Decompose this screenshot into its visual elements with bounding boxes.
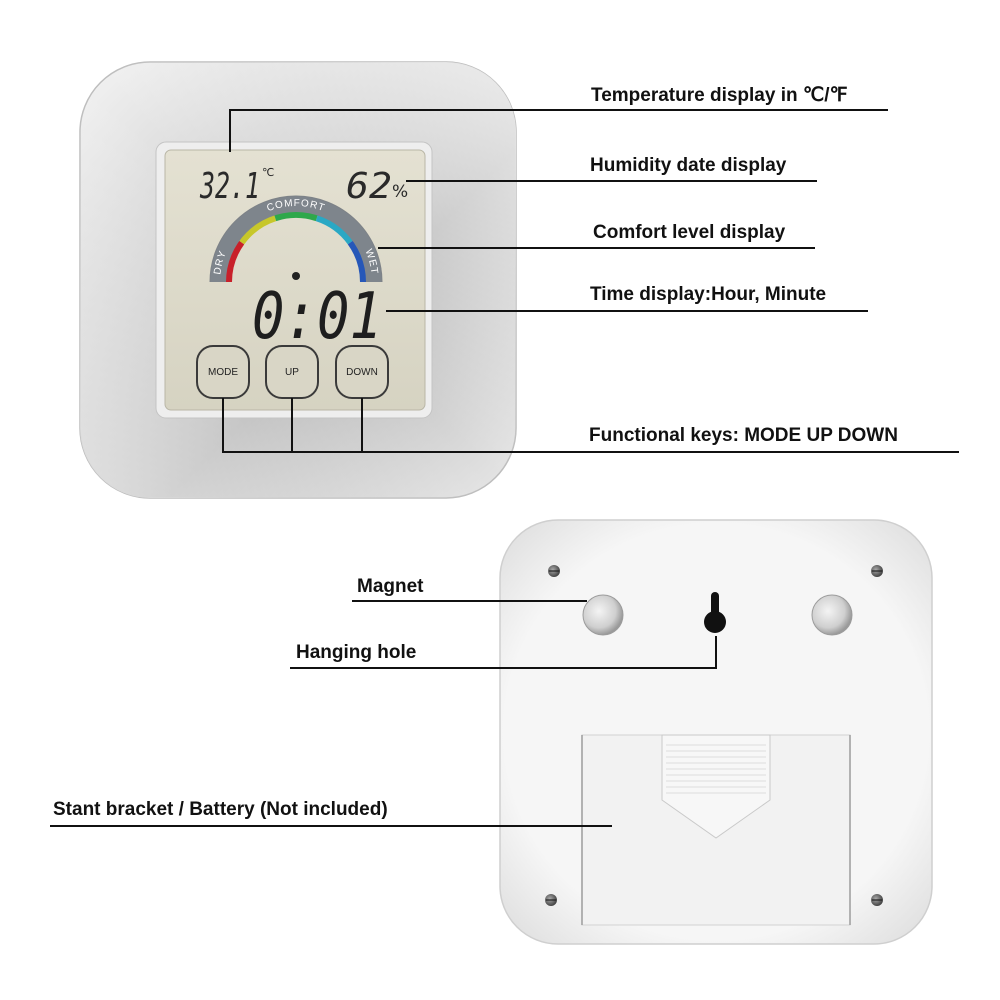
magnet-callout: Magnet [357,576,424,597]
front-device: 32.1 ℃ 62 % DRY COMFORT WET 0:01 MODE UP [79,61,517,499]
screw-icon [871,894,883,906]
screw-icon [545,894,557,906]
up-key[interactable]: UP [265,345,319,399]
mode-key-label: MODE [208,367,238,378]
temperature-unit: ℃ [262,166,274,179]
indicator-dot [292,272,300,280]
hanging-hole [704,592,726,633]
hanging-hole-callout: Hanging hole [296,642,417,663]
down-key-label: DOWN [346,367,378,378]
down-key[interactable]: DOWN [335,345,389,399]
keys-callout: Functional keys: MODE UP DOWN [589,425,898,446]
screw-icon [548,565,560,577]
temperature-leader [229,109,888,152]
temperature-callout: Temperature display in ℃/℉ [591,85,848,106]
svg-text:DRY: DRY [212,249,229,275]
magnet-left [582,594,624,636]
mode-key[interactable]: MODE [196,345,250,399]
battery-compartment [581,734,851,926]
magnet-right [811,594,853,636]
up-key-label: UP [285,367,299,378]
time-callout: Time display:Hour, Minute [590,284,827,305]
arc-label-dry: DRY [212,249,228,275]
front-leader-lines [222,109,959,453]
humidity-reading: 62 [346,166,392,207]
comfort-label-band [210,196,382,282]
comfort-level-arc [209,195,383,283]
time-reading: 0:01 [252,280,382,354]
hanging-hole-leader [290,636,717,669]
back-leader-lines [50,600,717,827]
keys-leader [222,398,959,453]
comfort-callout: Comfort level display [593,222,786,243]
back-device [499,519,933,945]
screw-icon [871,565,883,577]
battery-callout: Stant bracket / Battery (Not included) [53,799,388,820]
temperature-reading: 32.1 [199,166,260,207]
humidity-unit: % [392,182,408,202]
humidity-callout: Humidity date display [590,155,787,176]
